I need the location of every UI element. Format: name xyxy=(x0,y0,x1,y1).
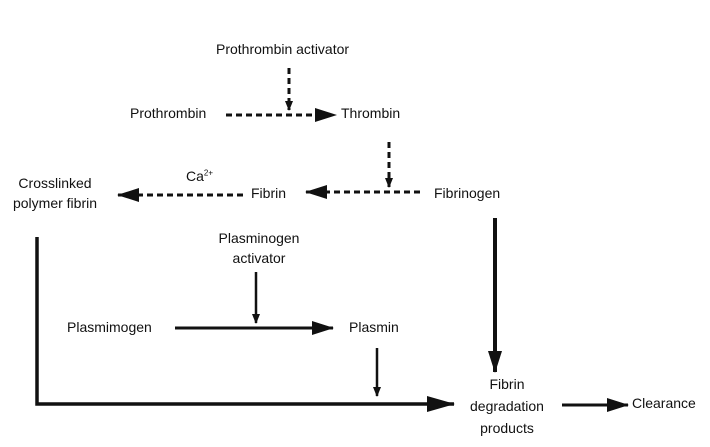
node-crosslinked-line2: polymer fibrin xyxy=(12,195,98,211)
node-fdp-line2: degradation xyxy=(470,398,544,414)
node-fibrin: Fibrin xyxy=(251,185,287,201)
arrow-crosslinked-to-fdp xyxy=(35,237,455,412)
calcium-charge: 2+ xyxy=(203,168,214,178)
node-plasmimogen: Plasmimogen xyxy=(67,319,152,335)
node-fibrinogen: Fibrinogen xyxy=(434,185,501,201)
calcium-symbol: Ca xyxy=(186,168,204,184)
node-prothrombin: Prothrombin xyxy=(130,105,207,121)
node-plasminogen-activator-line2: activator xyxy=(232,250,286,266)
node-prothrombin-activator: Prothrombin activator xyxy=(216,41,350,57)
node-crosslinked-line1: Crosslinked xyxy=(18,175,92,191)
node-clearance: Clearance xyxy=(632,395,696,411)
node-thrombin: Thrombin xyxy=(341,105,401,121)
node-fibrin-degradation-products: Fibrin degradation products xyxy=(455,373,559,439)
node-plasmin: Plasmin xyxy=(349,319,399,335)
calcium-cofactor: Ca2+ xyxy=(186,166,213,186)
node-fdp-line1: Fibrin xyxy=(489,376,525,392)
node-fdp-line3: products xyxy=(480,420,534,436)
node-plasminogen-activator-line1: Plasminogen xyxy=(218,230,300,246)
node-plasminogen-activator: Plasminogen activator xyxy=(200,228,318,268)
node-crosslinked-polymer-fibrin: Crosslinked polymer fibrin xyxy=(2,173,108,213)
